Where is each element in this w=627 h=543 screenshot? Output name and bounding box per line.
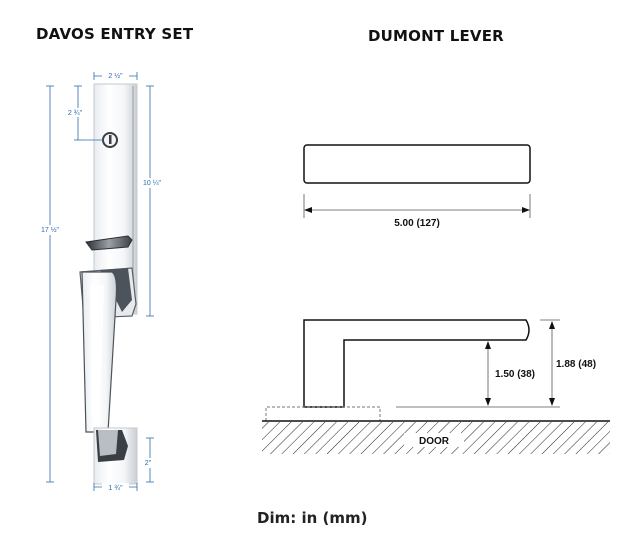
lever-side-view: DOOR 1.50 (38) 1.88 (48): [262, 319, 610, 454]
dim-overall-height: 17 ½": [41, 226, 60, 234]
dim-bottom-width: 1 ¾": [108, 485, 123, 492]
lever-top-view: 5.00 (127): [303, 144, 531, 229]
dim-bottom-height: 2": [145, 460, 152, 467]
dim-lever-length: 5.00 (127): [394, 218, 440, 229]
dim-cylinder-offset: 2 ¾": [68, 110, 83, 117]
dim-top-width: 2 ½": [108, 72, 123, 80]
dim-projection-inner: 1.50 (38): [495, 369, 535, 380]
thumb-piece: [85, 235, 133, 251]
dim-plate-height: 10 ¼": [143, 180, 162, 187]
door-label: DOOR: [419, 436, 450, 447]
cylinder-icon: [102, 132, 118, 148]
lever-title: DUMONT LEVER: [368, 27, 504, 45]
rose-outline: [265, 406, 381, 421]
dim-projection-outer: 1.88 (48): [556, 359, 596, 370]
units-footer: Dim: in (mm): [257, 509, 368, 527]
entry-set-drawing: 2 ½" 2 ¾" 10 ¼" 17 ½" 2" 1 ¾": [38, 71, 164, 492]
entry-set-title: DAVOS ENTRY SET: [36, 25, 194, 43]
